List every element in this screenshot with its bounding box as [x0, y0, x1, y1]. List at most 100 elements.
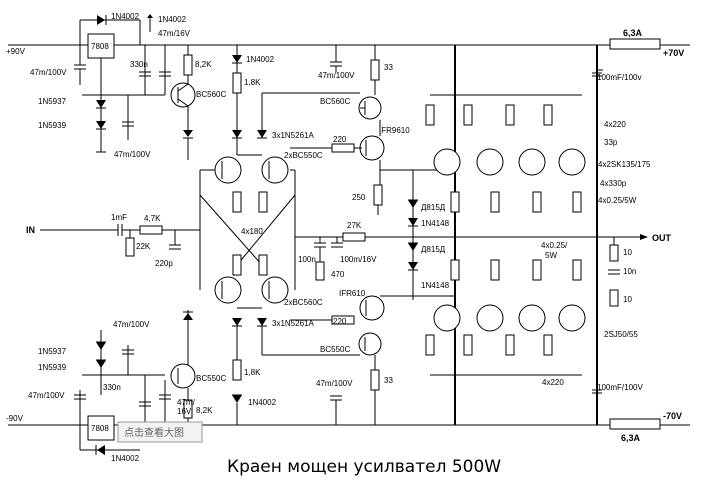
regulator-bottom: 7808	[79, 415, 140, 455]
cross-network	[199, 170, 296, 290]
r-4x025-5w-bottom-label-a: 4x0.25/	[541, 241, 568, 250]
r-1k8-top-label: 1,8K	[244, 78, 261, 87]
z-3x1n5261a-top-label: 3x1N5261A	[272, 131, 314, 140]
fuse-bottom: 6,3A	[609, 418, 661, 443]
q-irf610-label: IFR610	[339, 289, 366, 298]
watermark: 点击查看大图	[117, 421, 203, 443]
cap-47-100-bottom-top-label: 47m/100V	[113, 320, 150, 329]
c-100m-16-label: 100m/16V	[340, 255, 377, 264]
z-3x1n5261a-bottom-label: 3x1N5261A	[272, 319, 314, 328]
q-bc550c-bottom-label: BC550C	[320, 345, 350, 354]
r-220-top-label: 220	[333, 135, 347, 144]
r-27k-label: 27K	[347, 221, 362, 230]
d-1n4002-bottom-label: 1N4002	[111, 454, 140, 463]
c-100mf-100v-top-label: 100mF/100v	[597, 73, 641, 82]
q-4x2sk135-label: 4x2SK135/175	[598, 160, 651, 169]
driver-top	[290, 45, 455, 185]
cap-47-100-top-right	[330, 45, 342, 72]
r-33-bottom-label: 33	[384, 376, 393, 385]
rail-pos-in-label: +90V	[6, 47, 26, 56]
r-1k8-bottom-label: 1,8K	[244, 368, 261, 377]
top-left-bias-network	[74, 45, 171, 153]
cap-330n-top-label: 330n	[130, 60, 148, 69]
q-2sj50-label: 2SJ50/55	[604, 330, 638, 339]
q-bc550c-bottom2	[159, 310, 196, 425]
c-33p-label: 33p	[604, 138, 618, 147]
diff-pair-bottom	[214, 254, 289, 309]
cap-47-16-top-label: 47m/16V	[158, 29, 191, 38]
c-1mf-label: 1mF	[111, 213, 127, 222]
c-4x330p-label: 4x330p	[600, 179, 627, 188]
output-node	[455, 234, 648, 307]
zener-chain	[408, 170, 418, 300]
input-network	[40, 224, 200, 257]
fuse-top: 6,3A	[609, 28, 661, 50]
d-1n4148-top-label: 1N4148	[421, 219, 450, 228]
d-d815d-top-label: Д815Д	[421, 203, 446, 212]
d-1n4002-mid-top-label: 1N4002	[246, 55, 275, 64]
diode-top2-label: 1N4002	[158, 15, 187, 24]
cap-47-100-bottom-right-label: 47m/100V	[316, 379, 353, 388]
cap-330n-bottom-label: 330n	[103, 383, 121, 392]
c-100mf-100v-bottom-label: 100mF/100V	[597, 383, 643, 392]
r-33-top-label: 33	[384, 63, 393, 72]
d-1n4148-bottom-label: 1N4148	[421, 281, 450, 290]
d-1n4002-mid-bottom-label: 1N4002	[248, 398, 277, 407]
d-d815d-bottom-label: Д815Д	[421, 245, 446, 254]
cap-47-100-top-left-label: 47m/100V	[30, 68, 67, 77]
rail-neg-out-label: -70V	[663, 411, 682, 421]
q-2bc550c-label: 2xBC550C	[284, 151, 323, 160]
watermark-text: 点击查看大图	[124, 426, 184, 439]
cap-47-16-bottom-label-a: 47m/	[177, 398, 196, 407]
r-4x180-label: 4x180	[241, 227, 263, 236]
r-10-top-label: 10	[623, 248, 632, 257]
r-470-label: 470	[331, 270, 345, 279]
bottom-left-bias-network	[74, 330, 165, 425]
cap-47-100-top-right-label: 47m/100V	[318, 71, 355, 80]
q-bc560c-top	[170, 45, 196, 160]
q-bc560c-top-label: BC560C	[196, 90, 226, 99]
r-250-label: 250	[352, 193, 366, 202]
r-4x025-5w-top-label: 4x0.25/5W	[598, 196, 637, 205]
fuse-bottom-label: 6,3A	[621, 433, 641, 443]
r-4x220-bottom-label: 4x220	[542, 378, 564, 387]
bias-chain-top	[232, 45, 360, 155]
cap-47-16-bottom-label-b: 16V	[177, 407, 192, 416]
diode-top1-label: 1N4002	[111, 12, 140, 21]
c-220p-label: 220p	[155, 259, 173, 268]
z-1n5939-bottom-label: 1N5939	[38, 363, 67, 372]
reg-bottom-label: 7808	[91, 424, 109, 433]
bias-chain-bottom	[232, 318, 360, 425]
output-stage	[425, 69, 603, 394]
schematic-title: Краен мощен усилвател 500W	[227, 457, 501, 477]
r-4x220-top-label: 4x220	[604, 120, 626, 129]
fuse-top-label: 6,3A	[623, 28, 643, 38]
rail-pos-out-label: +70V	[663, 48, 684, 58]
cap-47-100-top-bl-label: 47m/100V	[114, 150, 151, 159]
r-4k7-label: 4,7K	[144, 214, 161, 223]
c-100n-label: 100n	[298, 255, 316, 264]
input-label: IN	[26, 225, 35, 235]
z-1n5937-bottom-label: 1N5937	[38, 347, 67, 356]
feedback-network	[295, 184, 455, 281]
r-4x025-5w-bottom-label-b: 5W	[545, 251, 557, 260]
driver-bottom	[290, 295, 455, 425]
q-bc550c-bottom2-label: BC550C	[196, 374, 226, 383]
zener-1n5939-top-label: 1N5939	[38, 121, 67, 130]
r-8k2-bottom-label: 8,2K	[196, 406, 213, 415]
r-10-bottom-label: 10	[623, 295, 632, 304]
r-8k2-top-label: 8,2K	[195, 60, 212, 69]
cap-47-100-bottom-left-label: 47m/100V	[28, 391, 65, 400]
c-10n-label: 10n	[623, 267, 636, 276]
reg-top-label: 7808	[91, 42, 109, 51]
q-2bc560c-label: 2xBC560C	[284, 298, 323, 307]
output-label: OUT	[652, 233, 672, 243]
r-220-bottom-label: 220	[333, 317, 347, 326]
q-bc560c-top2-label: BC560C	[320, 97, 350, 106]
power-rails	[8, 44, 690, 426]
r-22k-label: 22K	[136, 242, 151, 251]
regulator-top: 7808	[79, 14, 153, 95]
diff-pair-top	[200, 154, 295, 213]
rail-neg-in-label: -90V	[6, 414, 24, 423]
